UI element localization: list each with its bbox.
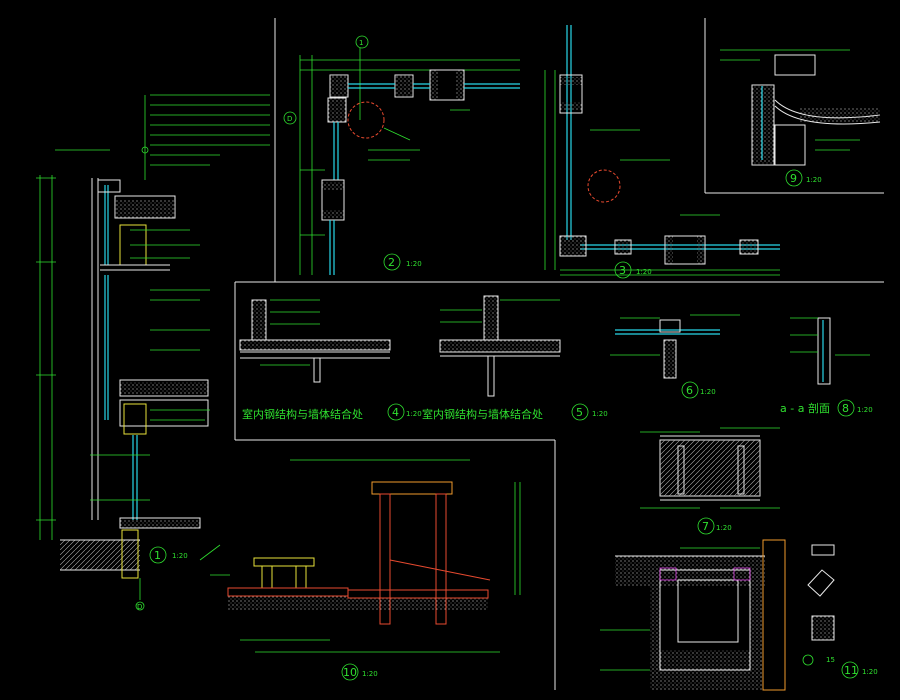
detail-3-plan-corner [544, 25, 780, 279]
detail-11-number: 11 [844, 664, 858, 677]
caption-steel-wall-a: 室内钢结构与墙体结合处 [242, 407, 363, 421]
sheet-dividers [234, 18, 884, 690]
detail-6-scale: 1:20 [700, 388, 716, 396]
detail-10-pavilion-section [199, 459, 521, 681]
detail-4-steel-wall-joint [239, 295, 561, 421]
detail-6-number: 6 [686, 384, 693, 397]
detail-10-number: 10 [343, 666, 357, 679]
detail-9-number: 9 [790, 172, 797, 185]
detail-2-axis-left: D [287, 115, 292, 123]
detail-11-scale: 1:20 [862, 668, 878, 676]
detail-11-ref-label: 15 [826, 656, 835, 664]
detail-2-plan-corner [283, 35, 520, 275]
detail-5-number: 5 [576, 406, 583, 419]
caption-section-aa: a - a 剖面 [780, 401, 830, 415]
detail-5-junction [571, 403, 589, 421]
detail-1-axis-bubble [135, 601, 145, 611]
detail-2-number: 2 [388, 256, 395, 269]
detail-1-wall-section [36, 94, 270, 611]
detail-6-glass-joint [610, 314, 740, 399]
detail-7-scale: 1:20 [716, 524, 732, 532]
detail-3-scale: 1:20 [636, 268, 652, 276]
detail-8-number: 8 [842, 402, 849, 415]
detail-3-number: 3 [619, 264, 626, 277]
detail-4-scale: 1:20 [406, 410, 422, 418]
detail-2-axis-top: 1 [359, 39, 363, 47]
detail-9-parapet [720, 49, 881, 187]
detail-8-section [790, 317, 870, 417]
detail-1-axis-label: D [137, 603, 142, 611]
caption-steel-wall-b: 室内钢结构与墙体结合处 [422, 407, 543, 421]
detail-7-section [640, 427, 780, 535]
detail-1-scale: 1:20 [172, 552, 188, 560]
detail-8-scale: 1:20 [857, 406, 873, 414]
detail-1-number-circle [149, 546, 167, 564]
detail-9-scale: 1:20 [806, 176, 822, 184]
detail-7-number: 7 [702, 520, 709, 533]
detail-1-number: 1 [154, 549, 161, 562]
detail-4-number: 4 [392, 406, 399, 419]
detail-5-scale: 1:20 [592, 410, 608, 418]
detail-10-scale: 1:20 [362, 670, 378, 678]
detail-2-scale: 1:20 [406, 260, 422, 268]
detail-11-pit-section [600, 539, 859, 691]
